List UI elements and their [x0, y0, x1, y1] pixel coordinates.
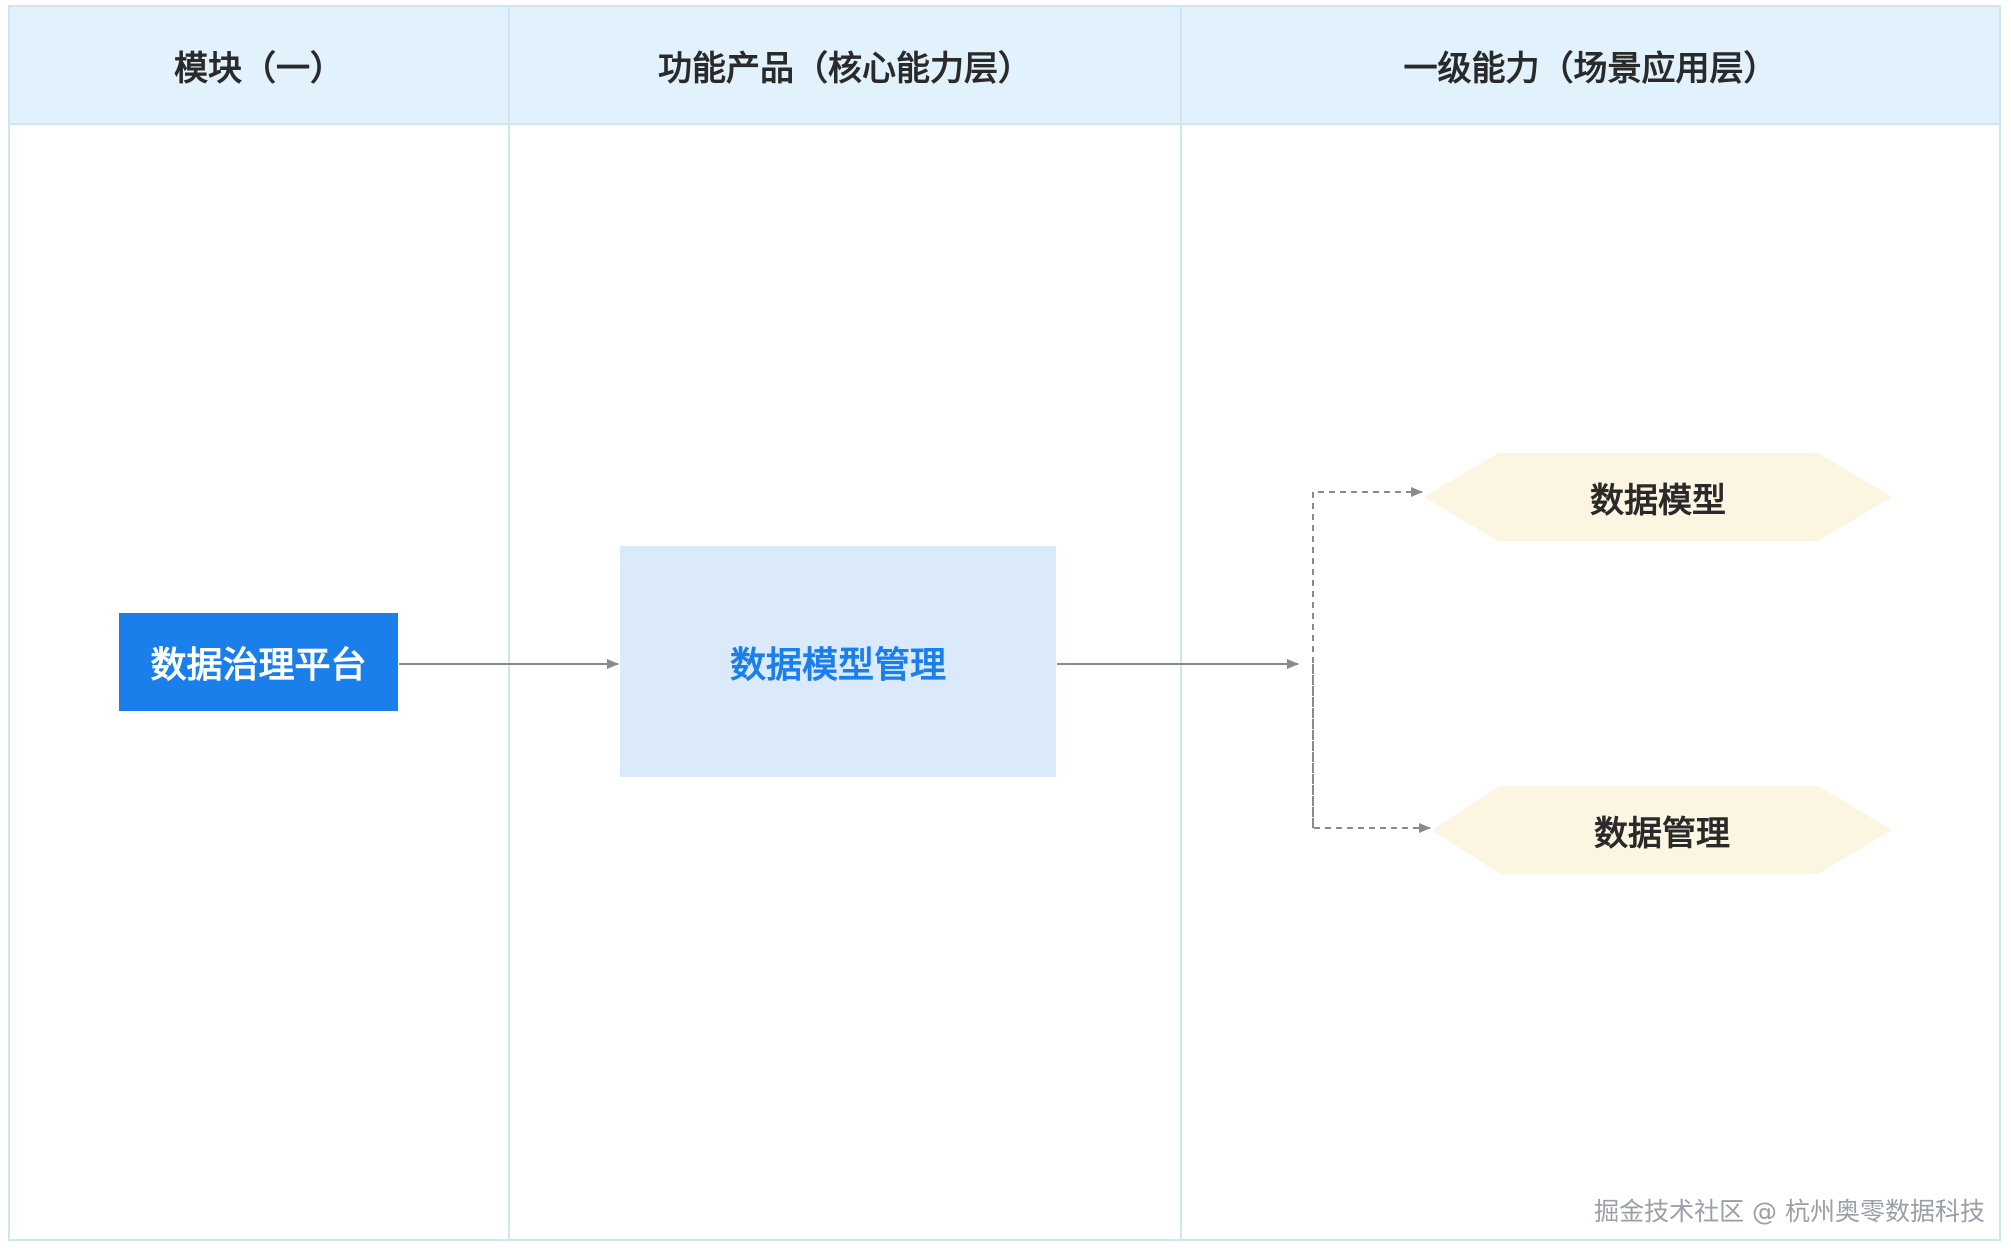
platform-node: 数据治理平台: [119, 613, 398, 711]
column-title-module: 模块（一）: [174, 48, 344, 89]
capability-node-2: 数据管理: [1594, 813, 1730, 854]
watermark: 掘金技术社区 @ 杭州奥零数据科技: [1594, 1197, 1985, 1226]
dashed-branch-to-capability-1: [1312, 487, 1423, 828]
dashed-branch-to-capability-2: [1312, 664, 1431, 833]
swimlane-frame: [8, 5, 2001, 1241]
capability-hexagon-2: [1432, 786, 1892, 874]
product-node: 数据模型管理: [620, 546, 1056, 777]
capability-node-1: 数据模型: [1590, 480, 1726, 521]
column-divider-1: [508, 7, 510, 1239]
column-title-product: 功能产品（核心能力层）: [658, 48, 1032, 89]
header-row: [10, 7, 1999, 125]
capability-hexagon-1: [1424, 453, 1892, 541]
column-title-capability: 一级能力（场景应用层）: [1403, 48, 1778, 89]
column-divider-2: [1180, 7, 1182, 1239]
